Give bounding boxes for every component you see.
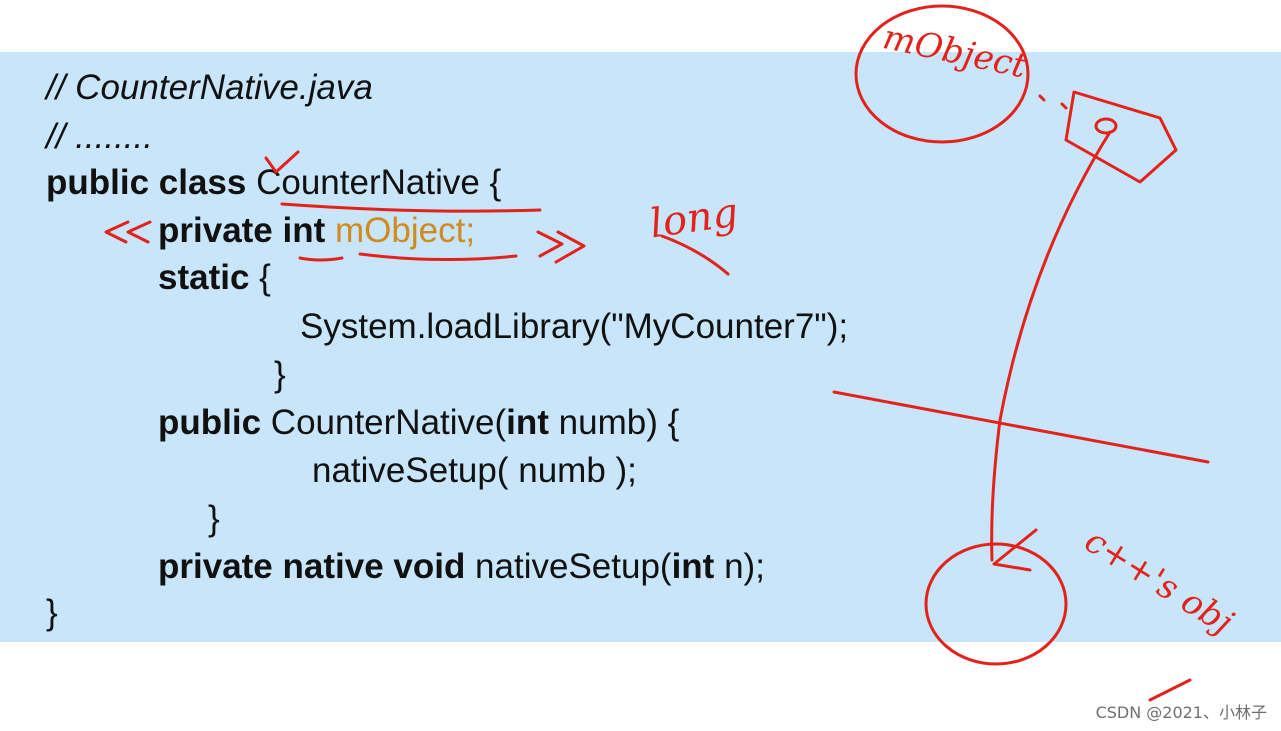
code-text: numb) { [548, 403, 680, 442]
code-field-declaration: private int mObject; [158, 211, 475, 251]
watermark: CSDN @2021、小林子 [1095, 703, 1267, 722]
code-class-declaration: public class CounterNative { [46, 163, 501, 203]
code-text: nativeSetup( [465, 547, 672, 586]
code-text [273, 211, 283, 250]
code-close-brace-constructor: } [208, 499, 220, 538]
keyword: public class [46, 163, 247, 202]
code-text: CounterNative( [261, 403, 507, 442]
code-native-method: private native void nativeSetup(int n); [158, 547, 765, 587]
keyword: private [158, 211, 273, 250]
keyword: static [158, 258, 250, 297]
code-comment-ellipsis: // ........ [46, 117, 153, 156]
code-text: n); [714, 547, 765, 586]
note-stroke [1148, 678, 1192, 702]
keyword: public [158, 403, 262, 442]
code-static-block: static { [158, 258, 271, 298]
keyword: int [506, 403, 549, 442]
code-load-library: System.loadLibrary("MyCounter7"); [300, 307, 849, 346]
keyword: int [671, 547, 715, 586]
code-text: CounterNative { [246, 163, 502, 202]
keyword: private native void [158, 547, 466, 586]
code-native-setup-call: nativeSetup( numb ); [312, 451, 637, 490]
code-text: { [249, 258, 271, 297]
code-close-brace-static: } [274, 355, 286, 394]
highlighted-field: mObject; [325, 211, 476, 250]
keyword: int [282, 211, 326, 250]
code-comment-filename: // CounterNative.java [46, 68, 373, 107]
code-close-brace-class: } [46, 593, 58, 632]
code-constructor: public CounterNative(int numb) { [158, 403, 679, 443]
